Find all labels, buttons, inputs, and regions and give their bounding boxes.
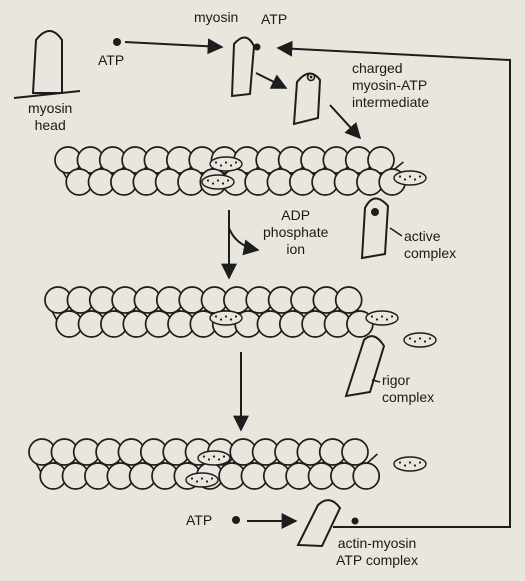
active-complex-pointer [390, 228, 402, 236]
tropomyosin-dot [419, 175, 421, 177]
tropomyosin-dot [217, 179, 219, 181]
tropomyosin-dot [191, 477, 193, 479]
tropomyosin-complex [202, 175, 234, 189]
tropomyosin-dot [409, 461, 411, 463]
tropomyosin-dot [399, 461, 401, 463]
tropomyosin-dot [376, 318, 378, 320]
label-myosin: myosin [194, 9, 238, 26]
tropomyosin-complex [366, 311, 398, 325]
tropomyosin-dot [419, 337, 421, 339]
tropomyosin-dot [208, 458, 210, 460]
arrow-adp-release [229, 228, 258, 250]
tropomyosin-complex [210, 157, 242, 171]
label-atp-top-left: ATP [98, 52, 124, 69]
tropomyosin-complex [186, 473, 218, 487]
label-rigor-complex: rigor complex [382, 372, 434, 406]
label-actin-myosin-atp-complex: actin-myosin ATP complex [336, 535, 418, 569]
tropomyosin-dot [230, 164, 232, 166]
arrow-atp-to-myosin [125, 42, 222, 47]
tropomyosin-dot [203, 455, 205, 457]
tropomyosin-dot [399, 175, 401, 177]
actin-filament-3 [29, 439, 426, 489]
tropomyosin-complex [210, 311, 242, 325]
actin-monomer [353, 463, 379, 489]
tropomyosin-dot [201, 477, 203, 479]
tropomyosin-dot [207, 179, 209, 181]
tropomyosin-dot [225, 315, 227, 317]
actin-monomer [336, 287, 362, 313]
tropomyosin-dot [235, 161, 237, 163]
atp-dot-top-left [113, 38, 121, 46]
label-myosin-head: myosin head [28, 100, 72, 134]
tropomyosin-complex [394, 457, 426, 471]
label-atp-bottom: ATP [186, 512, 212, 529]
tropomyosin-dot [371, 315, 373, 317]
tropomyosin-dot [409, 175, 411, 177]
tropomyosin-dot [404, 178, 406, 180]
tropomyosin-dot [404, 464, 406, 466]
tropomyosin-dot [424, 340, 426, 342]
tropomyosin-dot [414, 340, 416, 342]
tropomyosin-dot [212, 182, 214, 184]
tropomyosin-dot [414, 464, 416, 466]
tropomyosin-dot [215, 161, 217, 163]
label-atp-top: ATP [261, 11, 287, 28]
atp-dot-bottom [232, 516, 240, 524]
tropomyosin-dot [381, 315, 383, 317]
tropomyosin-dot [206, 480, 208, 482]
tropomyosin-complex [198, 451, 230, 465]
tropomyosin-dot [220, 164, 222, 166]
label-active-complex: active complex [404, 228, 456, 262]
tropomyosin-dot [414, 178, 416, 180]
tropomyosin-dot [429, 337, 431, 339]
arrow-to-charged [256, 73, 286, 88]
tropomyosin-dot [419, 461, 421, 463]
tropomyosin-dot [235, 315, 237, 317]
label-charged-intermediate: charged myosin-ATP intermediate [352, 60, 429, 111]
tropomyosin-dot [391, 315, 393, 317]
label-adp-phosphate: ADP phosphate ion [263, 207, 328, 258]
tropomyosin-dot [220, 318, 222, 320]
tropomyosin-dot [215, 315, 217, 317]
rigor-complex-head [346, 336, 384, 396]
charged-intermediate-head [294, 73, 320, 124]
myosin-atp-head [232, 37, 261, 96]
tropomyosin-dot [386, 318, 388, 320]
tropomyosin-dot [225, 161, 227, 163]
tropomyosin-dot [227, 179, 229, 181]
free-myosin-head [14, 31, 80, 98]
actin-filament-1 [55, 147, 426, 195]
tropomyosin-dot [196, 480, 198, 482]
tropomyosin-dot [223, 455, 225, 457]
tropomyosin-dot [409, 337, 411, 339]
tropomyosin-dot [218, 458, 220, 460]
tropomyosin-dot [230, 318, 232, 320]
active-complex-head [362, 198, 388, 258]
tropomyosin-complex [404, 333, 436, 347]
tropomyosin-complex [394, 171, 426, 185]
tropomyosin-dot [211, 477, 213, 479]
actin-monomer [342, 439, 368, 465]
tropomyosin-dot [213, 455, 215, 457]
tropomyosin-dot [222, 182, 224, 184]
